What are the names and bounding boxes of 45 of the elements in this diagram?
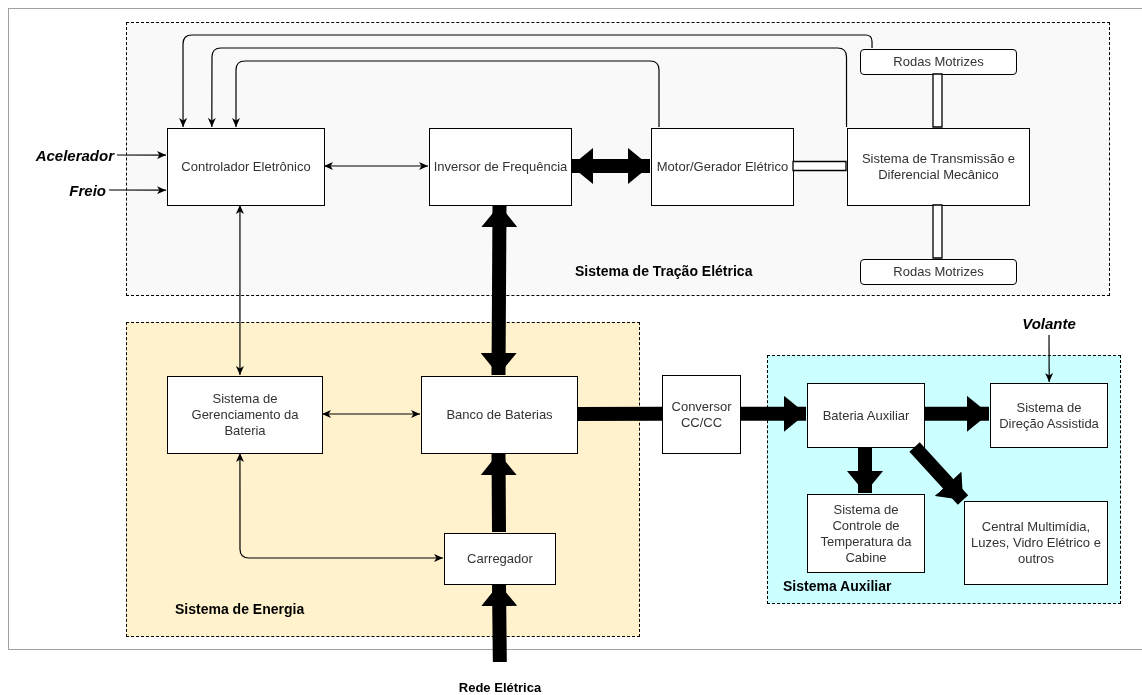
- signal-arrow: [232, 60, 660, 128]
- process-box: Sistema de Direção Assistida: [990, 383, 1108, 448]
- group-title: Sistema Auxiliar: [783, 578, 892, 594]
- power-arrow: [480, 204, 518, 376]
- process-box: Sistema de Controle de Temperatura da Cabine: [807, 494, 925, 573]
- power-arrow: [740, 395, 807, 432]
- process-box: Carregador: [444, 533, 556, 585]
- process-box: Central Multimídia, Luzes, Vidro Elétrico e outros: [964, 501, 1108, 585]
- process-box: Inversor de Frequência: [429, 128, 572, 206]
- power-arrow: [481, 583, 518, 663]
- system-group: [126, 322, 640, 637]
- process-box: Sistema de Transmissão e Diferencial Mecânico: [847, 128, 1030, 206]
- input-label: Acelerador: [14, 145, 114, 165]
- signal-arrow: [235, 452, 444, 562]
- signal-arrow: [108, 186, 167, 195]
- shaft-connector: [932, 204, 943, 259]
- signal-arrow: [323, 162, 429, 170]
- component-box: Rodas Motrizes: [860, 259, 1017, 285]
- process-box: Banco de Baterias: [421, 376, 578, 454]
- input-label: Volante: [1012, 313, 1086, 333]
- power-arrow: [909, 442, 969, 505]
- power-arrow: [847, 447, 883, 493]
- power-arrow: [571, 148, 650, 184]
- signal-arrow: [321, 410, 421, 418]
- shaft-connector: [792, 160, 847, 172]
- process-box: Sistema de Gerenciamento da Bateria: [167, 376, 323, 454]
- power-arrow: [924, 395, 989, 432]
- input-label: Rede Elétrica: [446, 678, 554, 695]
- process-box: Bateria Auxiliar: [807, 383, 925, 448]
- process-box: Conversor CC/CC: [662, 375, 741, 454]
- process-box: Motor/Gerador Elétrico: [651, 128, 794, 206]
- component-box: Rodas Motrizes: [860, 49, 1017, 75]
- signal-arrow: [116, 151, 167, 160]
- input-label: Freio: [50, 180, 106, 200]
- signal-arrow: [1045, 334, 1054, 383]
- process-box: Controlador Eletrônico: [167, 128, 325, 206]
- group-title: Sistema de Energia: [175, 601, 305, 617]
- power-arrow: [480, 452, 517, 533]
- system-group: [767, 355, 1121, 604]
- signal-arrow: [179, 34, 873, 128]
- signal-arrow: [207, 47, 848, 128]
- signal-arrow: [235, 204, 244, 376]
- shaft-connector: [932, 73, 943, 128]
- system-group: [126, 22, 1110, 296]
- group-title: Sistema de Tração Elétrica: [575, 263, 753, 279]
